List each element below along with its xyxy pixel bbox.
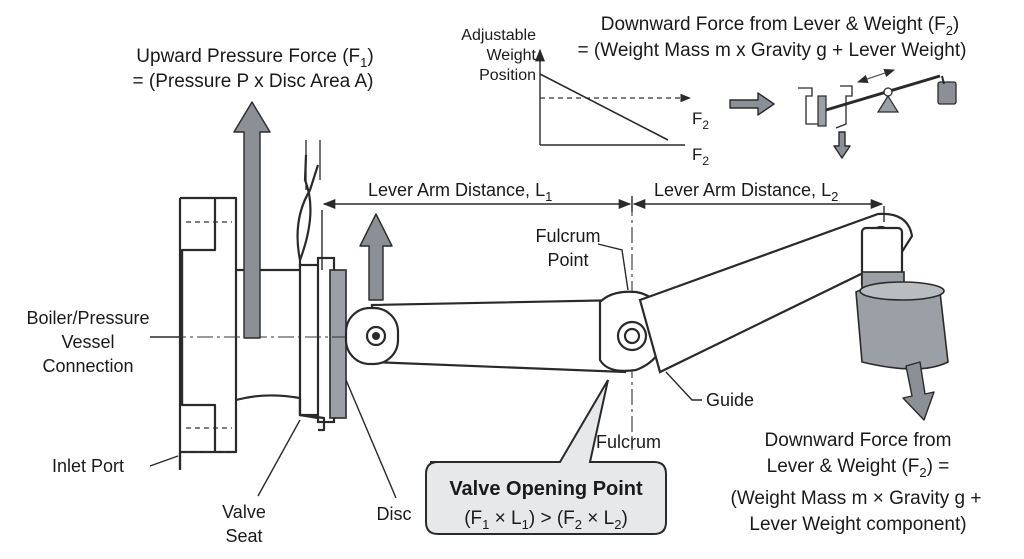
l1-label: Lever Arm Distance, L1: [368, 180, 552, 204]
inset-y-label-1: Adjustable: [461, 27, 536, 44]
fulcrum-point-leader: [597, 243, 629, 291]
callout-formula: (F1 × L1) > (F2 × L2): [464, 508, 628, 532]
inset-f2-upper: F2: [692, 109, 709, 132]
valve-seat-label-1: Valve: [222, 502, 266, 522]
inset-y-label-2: Weight: [486, 47, 536, 64]
valve-body: [178, 140, 321, 470]
boiler-label-3: Connection: [42, 356, 133, 376]
inset-y-label-3: Position: [479, 67, 536, 84]
inset-title-line1: Downward Force from Lever & Weight (F2): [601, 14, 960, 38]
upward-force-line1: Upward Pressure Force (F1): [136, 46, 373, 70]
inset-mini-valve: [798, 68, 957, 159]
valve-seat: [298, 256, 336, 432]
inlet-port-label: Inlet Port: [52, 456, 124, 476]
fulcrum-point-label-1: Fulcrum: [535, 226, 600, 246]
upward-force-arrow: [233, 101, 271, 339]
inset-transition-arrow: [729, 92, 775, 116]
inset-f2-lower: F2: [692, 145, 709, 168]
disc: [329, 269, 347, 419]
downward-force-line3: (Weight Mass m × Gravity g +: [731, 488, 982, 509]
inset-title-line2: = (Weight Mass m x Gravity g + Lever Wei…: [578, 40, 967, 61]
guide-leader: [665, 371, 702, 401]
downward-force-line4: Lever Weight component): [749, 514, 966, 535]
valve-seat-label-2: Seat: [225, 526, 262, 546]
upward-force-line2: = (Pressure P x Disc Area A): [133, 71, 374, 92]
disc-label: Disc: [377, 504, 412, 524]
valve-seat-leader: [257, 419, 301, 497]
downward-force-arrow: [902, 361, 935, 421]
downward-force-line1: Downward Force from: [765, 430, 952, 451]
downward-force-line2: Lever & Weight (F2) =: [767, 456, 950, 480]
callout-box: [425, 379, 667, 535]
fulcrum-point-label-2: Point: [547, 250, 588, 270]
counterweight: [855, 226, 949, 370]
inset-graph: [534, 48, 692, 146]
boiler-label-2: Vessel: [61, 332, 114, 352]
boiler-label-1: Boiler/Pressure: [26, 308, 149, 328]
disc-lift-arrow: [359, 213, 393, 301]
l2-label: Lever Arm Distance, L2: [654, 180, 838, 204]
disc-leader: [345, 379, 397, 499]
guide-label: Guide: [706, 390, 754, 410]
fulcrum-label: Fulcrum: [596, 432, 661, 452]
callout-title: Valve Opening Point: [449, 478, 643, 500]
inlet-leader: [149, 455, 179, 467]
lever-arm: [344, 212, 914, 374]
